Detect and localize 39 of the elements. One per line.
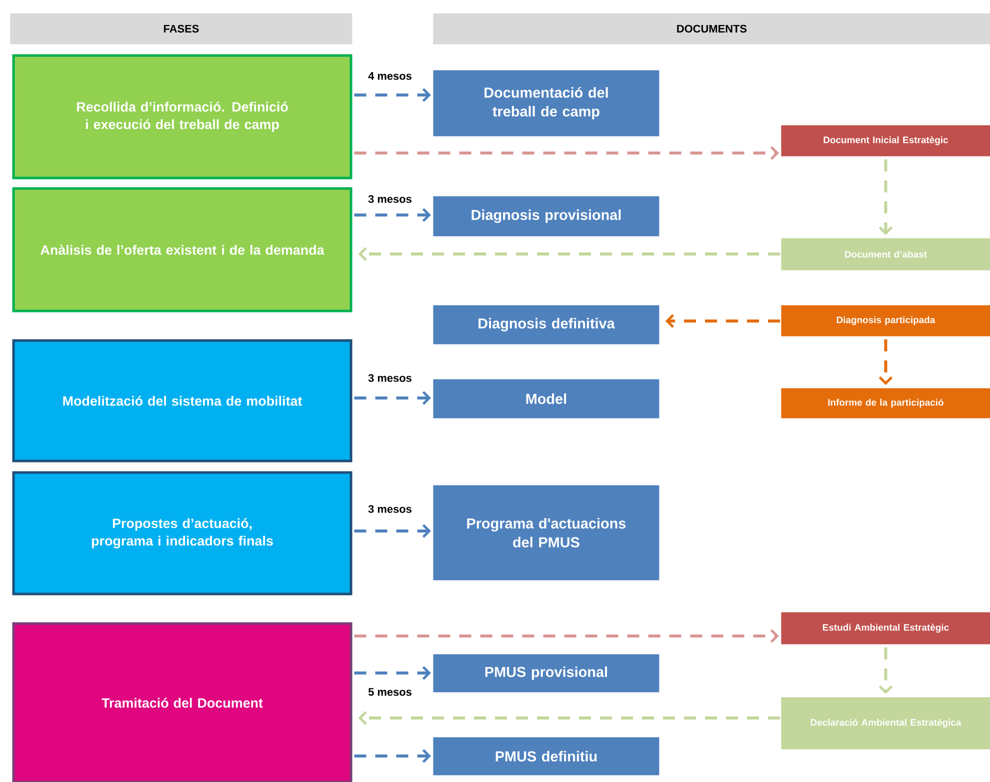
document-box: Diagnosis provisional: [433, 196, 660, 236]
document-box: Estudi Ambiental Estratègic: [781, 612, 990, 644]
phase-box: Modelització del sistema de mobilitat: [12, 339, 352, 462]
phase-box: Propostes d’actuació, programa i indicadors finals: [12, 471, 352, 596]
document-box: Diagnosis definitiva: [433, 305, 660, 344]
phase-box: Tramitació del Document: [12, 622, 352, 782]
document-box: Informe de la participació: [781, 388, 990, 418]
arrow: [358, 247, 780, 261]
arrow: [878, 159, 893, 235]
phase-box: Recollida d’informació. Definició i execució del treball de camp: [12, 54, 352, 180]
edge-label: 5 mesos: [367, 687, 413, 697]
edge-label: 4 mesos: [367, 71, 413, 81]
arrow: [354, 749, 431, 763]
phase-box: Anàlisis de l’oferta existent i de la demanda: [12, 187, 352, 312]
arrow: [878, 647, 893, 694]
document-box: Programa d'actuacions del PMUS: [433, 485, 660, 580]
document-box: PMUS definitiu: [433, 737, 660, 776]
arrow: [354, 208, 431, 222]
arrow: [354, 666, 431, 680]
document-box: PMUS provisional: [433, 654, 660, 692]
column-header: FASES: [10, 13, 352, 44]
arrow: [354, 524, 431, 538]
arrow: [354, 629, 779, 643]
document-box: Declaració Ambiental Estratègica: [781, 697, 990, 750]
arrow: [354, 88, 431, 102]
document-box: Document d’abast: [781, 238, 990, 270]
arrow: [358, 711, 780, 725]
column-header: DOCUMENTS: [433, 13, 990, 44]
document-box: Diagnosis participada: [781, 305, 990, 336]
document-box: Document Inicial Estratègic: [781, 125, 990, 156]
arrow: [354, 146, 779, 160]
edge-label: 3 mesos: [367, 373, 413, 383]
arrow: [354, 391, 431, 405]
edge-label: 3 mesos: [367, 194, 413, 204]
arrow: [665, 314, 780, 328]
edge-label: 3 mesos: [367, 504, 413, 514]
document-box: Documentació del treball de camp: [433, 70, 660, 136]
arrow: [878, 339, 893, 385]
document-box: Model: [433, 379, 660, 418]
